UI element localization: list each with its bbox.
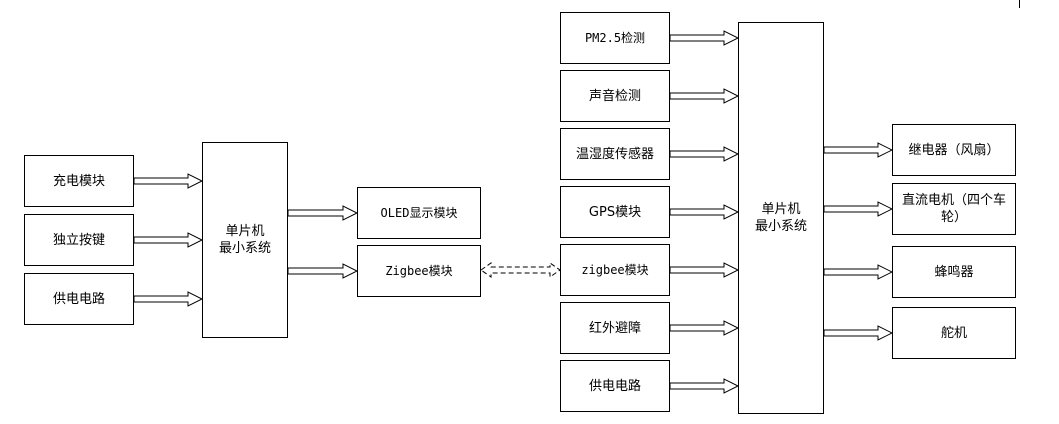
power-circuit-left-box: 供电电路	[24, 273, 134, 325]
infrared-obstacle-box: 红外避障	[560, 302, 670, 354]
arrow-mcu-to-right-output-3	[823, 325, 894, 341]
arrow-right-input-2-to-mcu	[669, 146, 740, 162]
gps-module-box: GPS模块	[560, 186, 670, 238]
mcu-left-box: 单片机 最小系统	[202, 142, 288, 338]
arrow-right-input-0-to-mcu	[669, 30, 740, 46]
wireless-link-arrow	[480, 262, 561, 278]
arrow-charging-to-mcu	[133, 173, 204, 189]
arrow-right-input-5-to-mcu	[669, 320, 740, 336]
arrow-power-to-mcu-left	[133, 291, 204, 307]
arrow-right-input-1-to-mcu	[669, 88, 740, 104]
temp-humidity-sensor-box: 温湿度传感器	[560, 128, 670, 180]
arrow-mcu-to-oled	[287, 205, 359, 221]
independent-keys-box: 独立按键	[24, 214, 134, 266]
relay-fan-box: 继电器（风扇）	[892, 124, 1016, 176]
arrow-right-input-6-to-mcu	[669, 378, 740, 394]
power-circuit-right-box: 供电电路	[560, 360, 670, 412]
arrow-mcu-to-right-output-2	[823, 264, 894, 280]
arrow-mcu-to-zigbee-left	[287, 263, 359, 279]
arrow-mcu-to-right-output-0	[823, 142, 894, 158]
dc-motor-box: 直流电机（四个车轮）	[892, 183, 1016, 235]
arrow-keys-to-mcu	[133, 232, 204, 248]
zigbee-module-left-box: Zigbee模块	[357, 245, 481, 297]
mcu-right-box: 单片机 最小系统	[738, 22, 824, 414]
sound-detect-box: 声音检测	[560, 70, 670, 122]
arrow-right-input-4-to-mcu	[669, 262, 740, 278]
pm25-detect-box: PM2.5检测	[560, 12, 670, 64]
arrow-mcu-to-right-output-1	[823, 201, 894, 217]
charging-module-box: 充电模块	[24, 155, 134, 207]
zigbee-module-right-box: zigbee模块	[560, 244, 670, 296]
arrow-right-input-3-to-mcu	[669, 204, 740, 220]
oled-module-box: OLED显示模块	[357, 187, 481, 239]
buzzer-box: 蜂鸣器	[892, 246, 1016, 298]
page-corner-mark	[1019, 0, 1020, 8]
servo-box: 舵机	[892, 307, 1016, 359]
